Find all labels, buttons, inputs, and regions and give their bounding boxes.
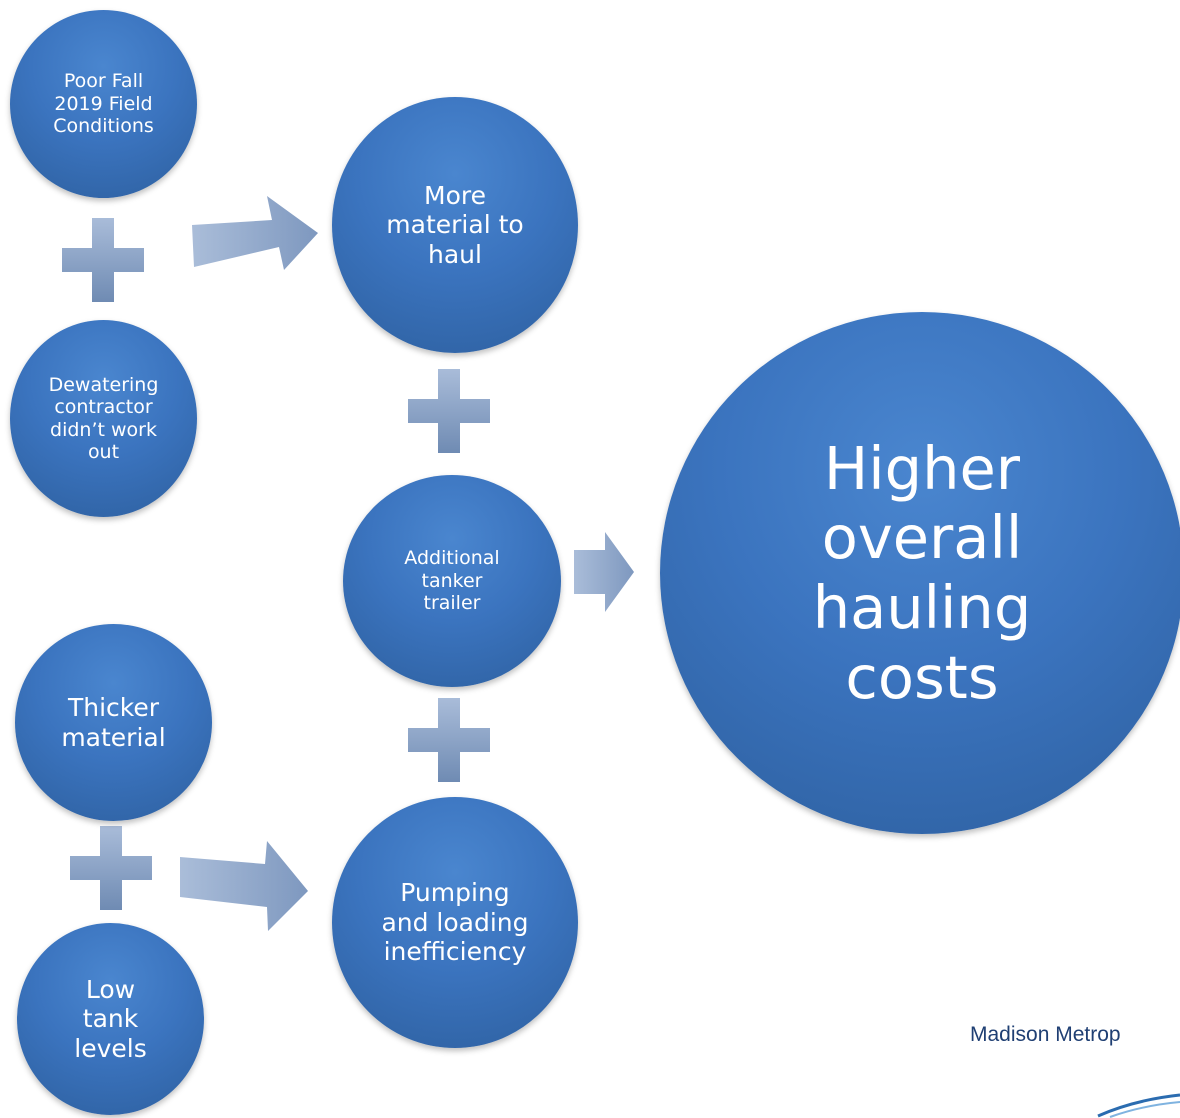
node-label: Poor Fall 2019 Field Conditions [53,70,154,138]
arrow-icon-to-pumping [180,841,308,931]
node-label: Low tank levels [74,974,147,1063]
plus-icon-left-top [62,218,144,302]
node-poor-fall-conditions: Poor Fall 2019 Field Conditions [10,10,197,198]
node-label: Dewatering contractor didn’t work out [48,373,159,463]
arrow-icon-to-higher-costs [574,532,634,612]
node-label: Thicker material [61,693,166,752]
logo-swoosh [1097,1093,1180,1118]
node-label: More material to haul [386,180,524,269]
node-label: Pumping and loading inefficiency [381,878,529,967]
node-low-tank-levels: Low tank levels [17,923,204,1115]
node-dewatering-contractor: Dewatering contractor didn’t work out [10,320,197,517]
logo-text: Madison Metrop [970,1023,1121,1046]
node-higher-hauling-costs: Higher overall hauling costs [660,312,1180,834]
arrow-icon-to-more-material [192,196,318,270]
plus-icon-center-bottom [408,698,490,782]
plus-icon-center-top [408,369,490,453]
logo-swoosh-2 [1109,1101,1180,1118]
node-label: Higher overall hauling costs [812,433,1032,712]
node-thicker-material: Thicker material [15,624,212,821]
node-label: Additional tanker trailer [404,547,500,615]
node-additional-tanker: Additional tanker trailer [343,475,561,687]
node-more-material: More material to haul [332,97,578,353]
node-pumping-loading: Pumping and loading inefficiency [332,797,578,1048]
plus-icon-left-bottom [70,826,152,910]
